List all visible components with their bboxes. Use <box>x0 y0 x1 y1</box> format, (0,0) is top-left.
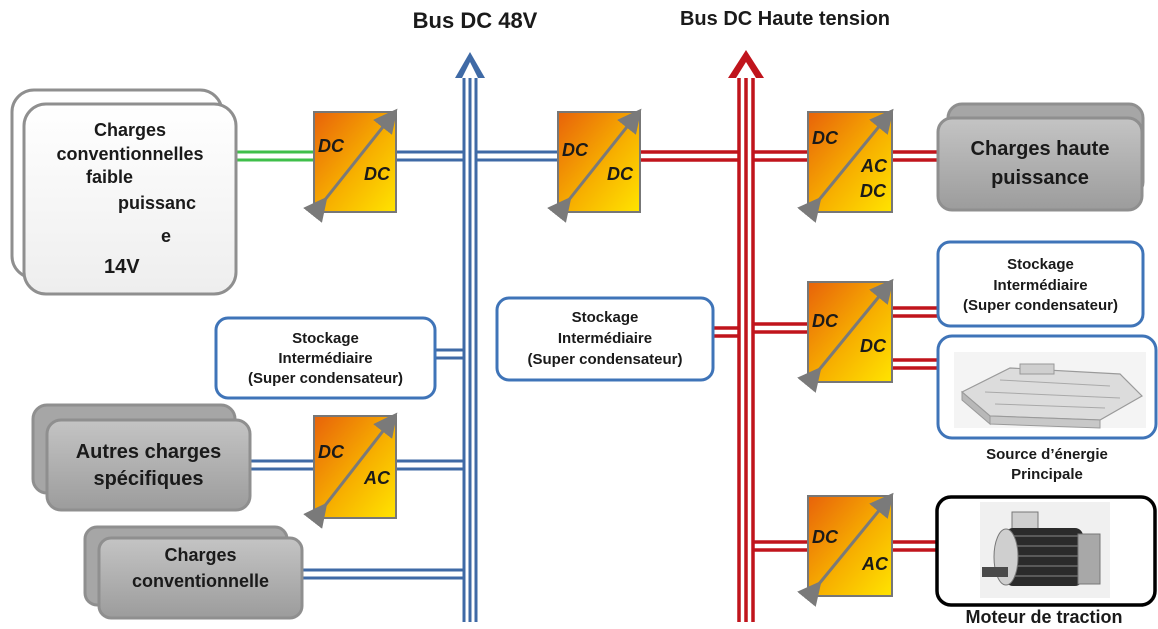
converter-dc-ac-hv-out: AC <box>862 554 888 574</box>
converter-dc-ac-48v-out: AC <box>364 468 390 488</box>
converter-dc-dc-hv-out: DC <box>860 336 886 356</box>
middle-storage-box <box>495 296 715 382</box>
traction-motor-box <box>935 495 1157 607</box>
right-storage-box <box>936 240 1145 328</box>
converter-dc-dc-48v-out: DC <box>364 164 390 184</box>
converter-dc-dc-hv <box>797 278 894 393</box>
conventional-loads-box <box>83 525 304 620</box>
bus-48v <box>455 52 485 622</box>
bus-48v-label: Bus DC 48V <box>412 8 538 33</box>
converter-dc-ac-48v <box>303 412 398 529</box>
main-source-box <box>936 334 1158 440</box>
electric-motor-image <box>980 502 1110 598</box>
specific-loads-box <box>31 403 252 512</box>
converter-dc-dc-bridge-out: DC <box>607 164 633 184</box>
link-14v <box>236 150 314 162</box>
converter-dc-dc-bridge <box>547 108 642 223</box>
traction-motor-label: Moteur de traction <box>965 607 1123 627</box>
converter-dc-ac-hv-in: DC <box>812 527 838 547</box>
low-power-loads-box <box>10 88 238 296</box>
left-storage-box <box>214 316 437 400</box>
converter-dc-ac-48v-in: DC <box>318 442 344 462</box>
links-48v <box>250 150 558 580</box>
converter-dc-acdc-hv <box>797 108 894 223</box>
high-power-loads-box <box>936 102 1145 212</box>
converter-dc-dc-48v <box>303 108 398 223</box>
battery-pack-image <box>954 352 1146 429</box>
converter-dc-ac-hv <box>797 492 894 607</box>
converter-dc-acdc-hv-out-ac: AC <box>861 156 887 176</box>
bus-hv-label: Bus DC Haute tension <box>679 8 891 30</box>
converter-dc-dc-48v-in: DC <box>318 136 344 156</box>
converter-dc-dc-hv-in: DC <box>812 311 838 331</box>
converter-dc-acdc-hv-in: DC <box>812 128 838 148</box>
converter-dc-dc-bridge-in: DC <box>562 140 588 160</box>
bus-high-voltage <box>728 50 764 622</box>
converter-dc-acdc-hv-out-dc: DC <box>860 181 886 201</box>
